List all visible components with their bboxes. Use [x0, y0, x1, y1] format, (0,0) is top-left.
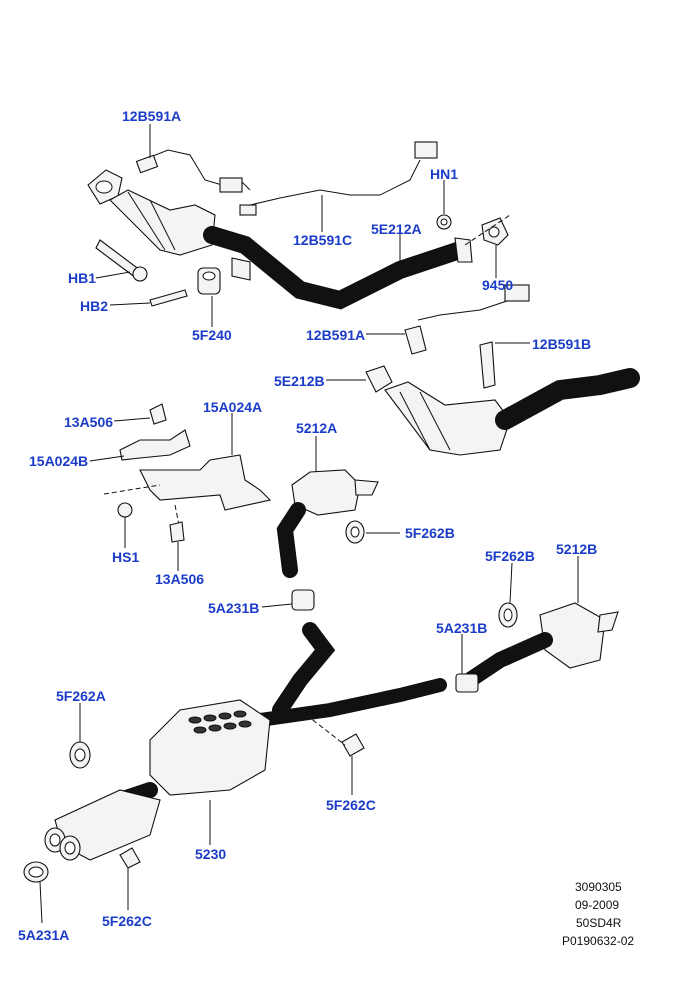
label-HB2: HB2	[80, 298, 109, 314]
label-5F240: 5F240	[192, 327, 232, 343]
label-12B591B: 12B591B	[532, 336, 592, 352]
label-5F262A: 5F262A	[56, 688, 106, 704]
label-5212A: 5212A	[296, 420, 338, 436]
silencer-embossing	[188, 710, 252, 734]
reference-model: 50SD4R	[576, 916, 622, 930]
label-5E212A: 5E212A	[371, 221, 422, 237]
oxygen-sensor-12B591A-top	[135, 141, 438, 216]
nut-HN1	[436, 214, 452, 230]
label-HB1: HB1	[68, 270, 97, 286]
label-5F262B-mid: 5F262B	[405, 525, 455, 541]
label-5E212B: 5E212B	[274, 373, 325, 389]
gasket-9450	[464, 214, 511, 246]
label-5A231B-left: 5A231B	[208, 600, 260, 616]
label-5212B: 5212B	[556, 541, 598, 557]
bolts-and-mount	[95, 239, 221, 307]
label-12B591C: 12B591C	[293, 232, 353, 248]
hanger-5F262C-bottom	[119, 847, 141, 869]
label-12B591A-mid: 12B591A	[306, 327, 366, 343]
reference-illustration-id: P0190632-02	[562, 934, 635, 948]
front-catalytic-converter-lower	[365, 284, 640, 456]
rear-silencer-5212B	[455, 602, 619, 693]
reference-date: 09-2009	[575, 898, 620, 912]
hanger-5F262A	[69, 741, 91, 769]
label-5230: 5230	[195, 846, 227, 862]
intermediate-silencer-5212A	[276, 469, 379, 611]
label-5A231A: 5A231A	[18, 927, 70, 943]
center-silencer-5230	[92, 622, 447, 828]
label-15A024A: 15A024A	[203, 399, 263, 415]
label-9450: 9450	[482, 277, 514, 293]
label-5A231B-right: 5A231B	[436, 620, 488, 636]
front-catalytic-converter-upper	[87, 169, 473, 310]
tail-silencer	[44, 789, 161, 861]
label-HN1: HN1	[430, 166, 459, 182]
label-13A506-bottom: 13A506	[155, 571, 205, 587]
mounting-brackets	[103, 403, 272, 543]
clamp-5A231A	[23, 861, 49, 883]
leader-lines	[39, 124, 579, 924]
label-5F262B-right: 5F262B	[485, 548, 535, 564]
label-5F262C-mid: 5F262C	[326, 797, 376, 813]
label-13A506-top: 13A506	[64, 414, 114, 430]
label-HS1: HS1	[112, 549, 140, 565]
reference-code: 3090305	[575, 880, 622, 894]
hanger-5F262C-mid	[299, 709, 365, 757]
label-5F262C-bottom: 5F262C	[102, 913, 152, 929]
label-12B591A-top: 12B591A	[122, 108, 182, 124]
label-15A024B: 15A024B	[29, 453, 89, 469]
